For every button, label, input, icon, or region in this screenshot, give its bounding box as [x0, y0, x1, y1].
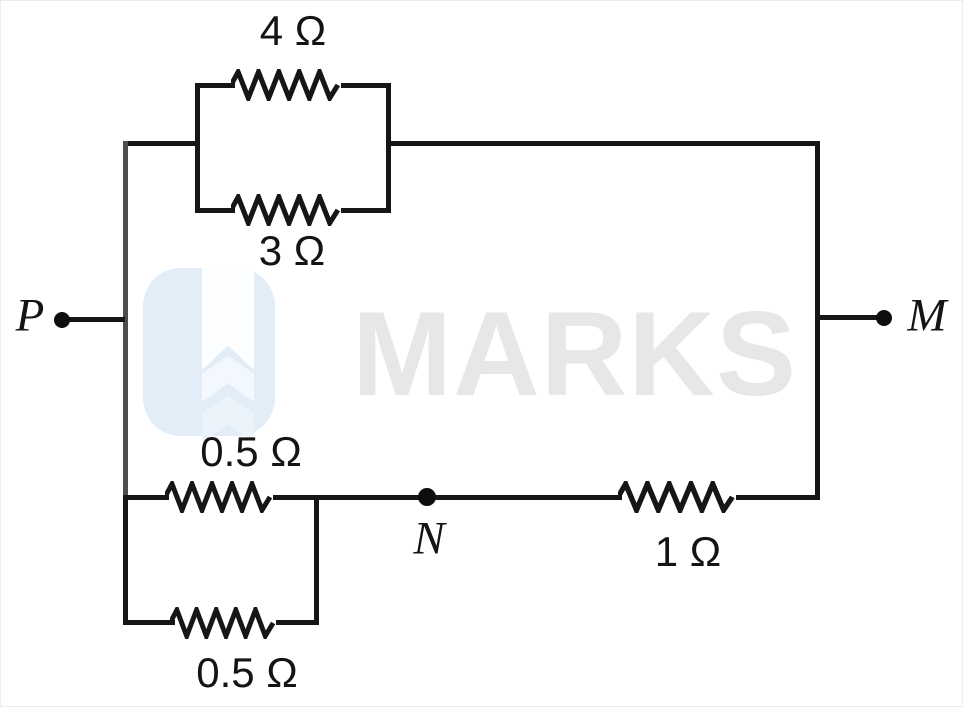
wire-bottom-segment-a	[123, 495, 169, 500]
wire-bottom-box-lower-rail-right	[276, 620, 319, 625]
wire-left-rail	[123, 141, 128, 500]
wire-top-right-segment	[386, 141, 820, 146]
label-resistor-1ohm: 1 Ω	[654, 528, 722, 575]
wire-bottom-segment-c	[736, 495, 820, 500]
resistor-zigzag-1ohm	[618, 481, 735, 513]
resistor-zigzag-0point5ohm-upper	[165, 481, 273, 513]
label-terminal-p: P	[15, 289, 45, 342]
watermark-chevron-icon	[202, 356, 254, 402]
wire-top-box-lower-rail-left	[195, 208, 235, 213]
wire-top-left-segment	[123, 141, 200, 146]
label-resistor-0point5-lower: 0.5 Ω	[196, 649, 298, 696]
wire-terminal-m-stub	[818, 315, 884, 320]
wire-terminal-p-stub	[60, 317, 125, 322]
wire-bottom-segment-b	[273, 495, 622, 500]
wire-bottom-box-left-side	[123, 495, 128, 625]
wire-top-box-right-side	[386, 83, 391, 213]
watermark-logo	[143, 268, 275, 442]
wire-top-box-upper-rail-right	[341, 83, 391, 88]
wire-right-rail	[815, 141, 820, 500]
terminal-p-dot	[54, 312, 70, 328]
watermark-logo-bookmark-shape	[202, 268, 254, 370]
wire-bottom-box-right-side	[314, 495, 319, 625]
watermark-text: MARKS	[352, 287, 797, 421]
label-resistor-3ohm: 3 Ω	[258, 227, 326, 274]
resistor-zigzag-0point5ohm-lower	[170, 607, 276, 639]
wire-top-box-left-side	[195, 83, 200, 213]
node-n-dot	[418, 488, 436, 506]
label-node-n: N	[413, 512, 445, 565]
wire-top-box-upper-rail-left	[195, 83, 235, 88]
terminal-m-dot	[876, 310, 892, 326]
label-resistor-0point5-upper: 0.5 Ω	[200, 428, 302, 475]
resistor-zigzag-4ohm	[231, 69, 341, 101]
label-terminal-m: M	[907, 289, 947, 342]
label-resistor-4ohm: 4 Ω	[259, 7, 327, 54]
wire-top-box-lower-rail-right	[341, 208, 391, 213]
resistor-zigzag-3ohm	[231, 194, 341, 226]
wire-bottom-box-lower-rail-left	[123, 620, 175, 625]
